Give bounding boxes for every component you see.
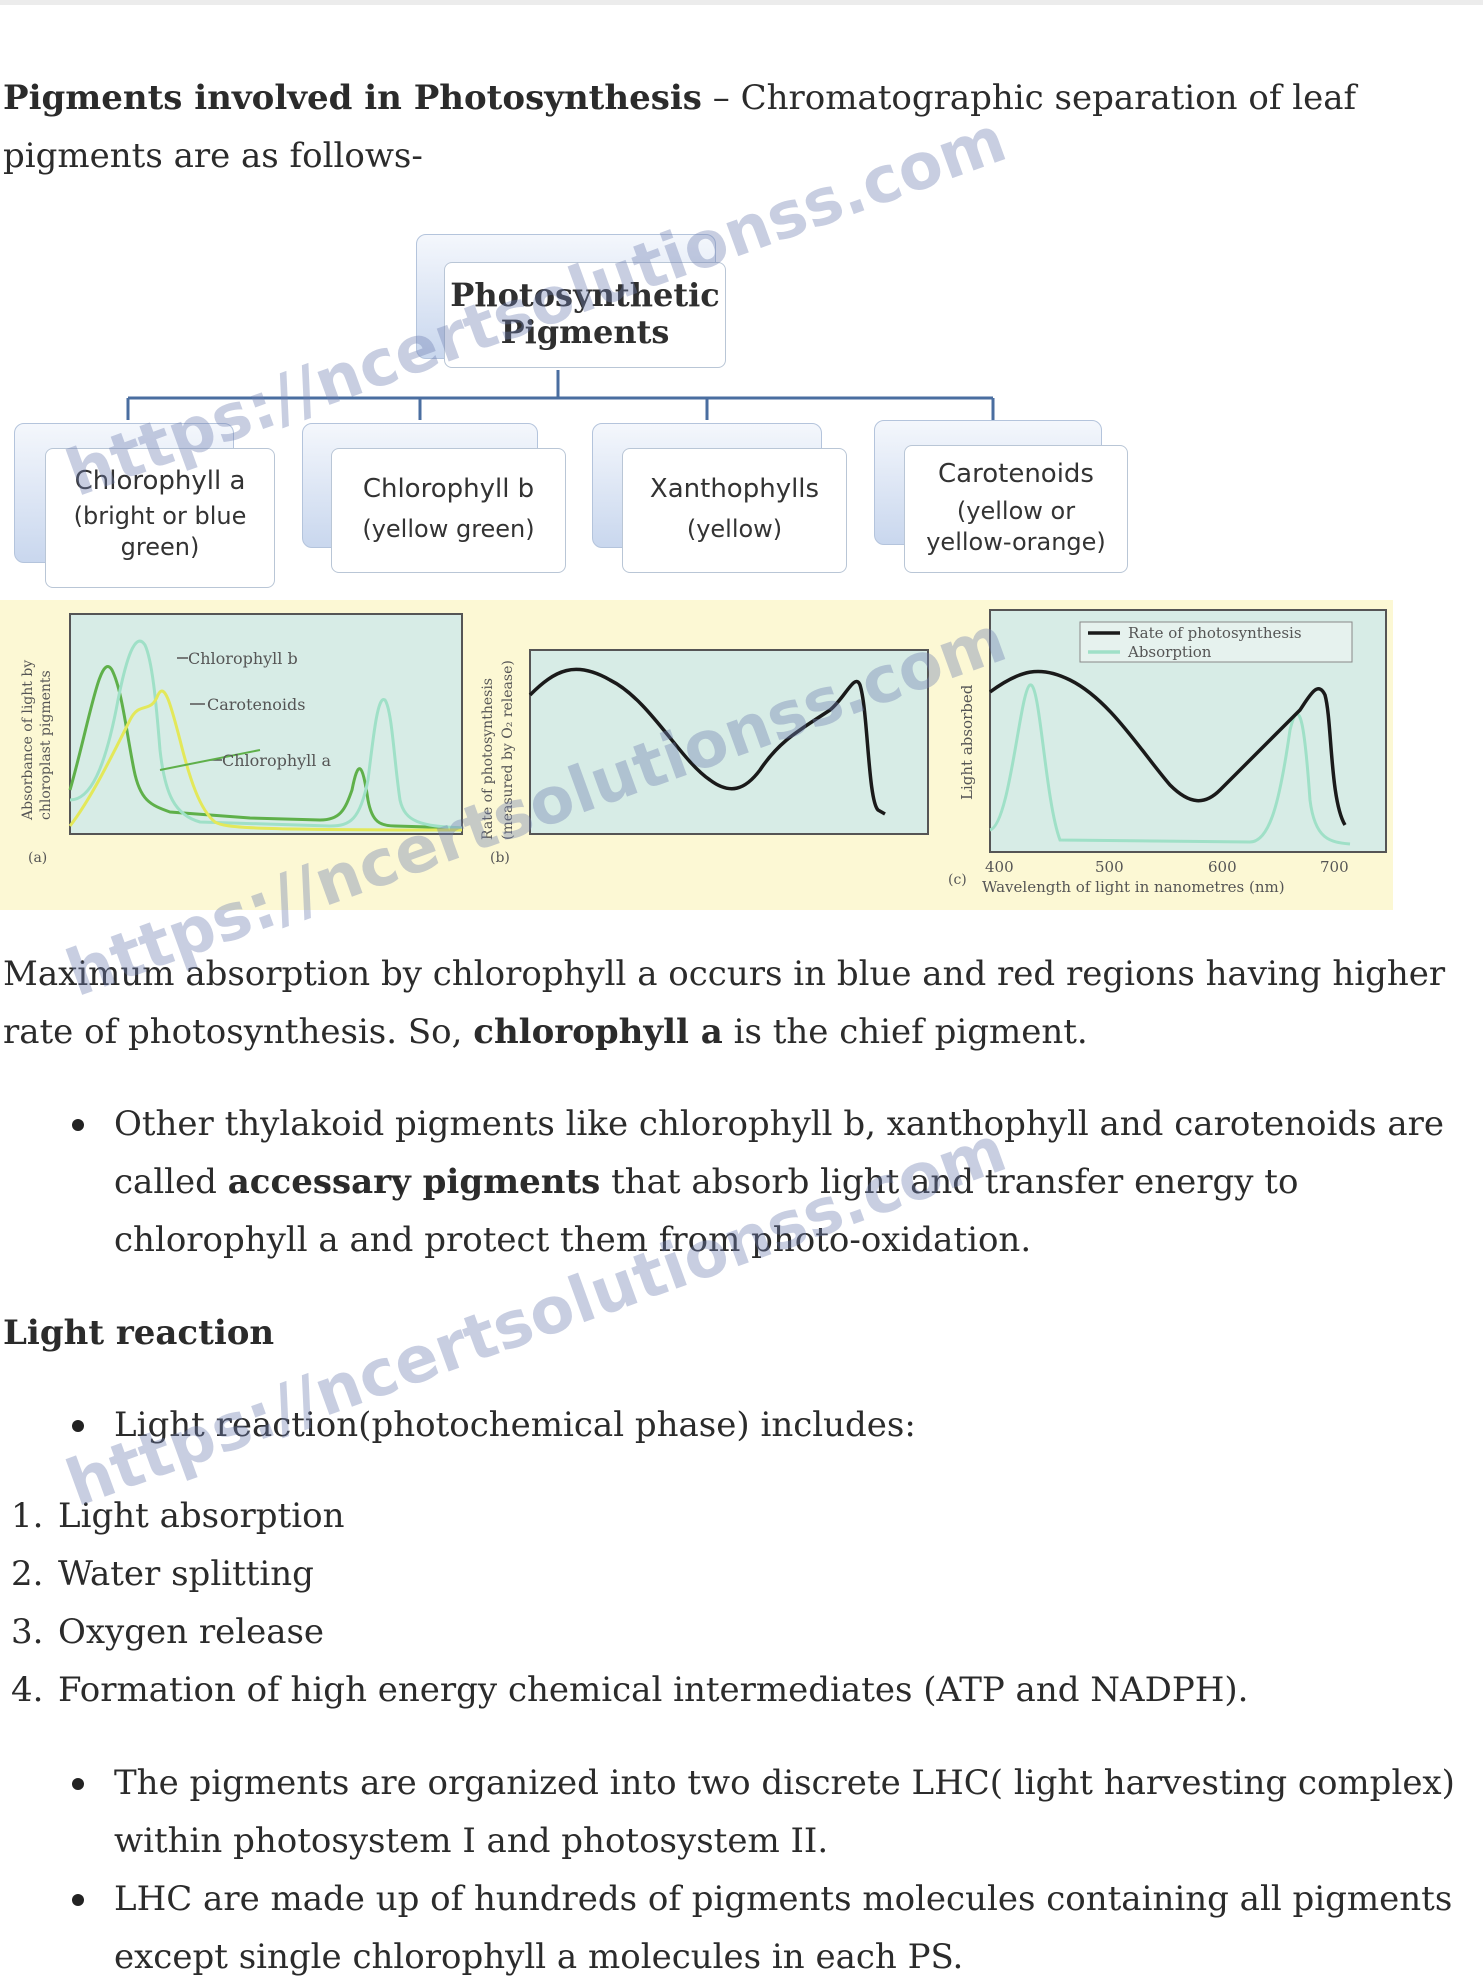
xtick-500: 500: [1095, 858, 1124, 876]
root-line-1: Photosynthetic: [450, 276, 720, 314]
chl-a-desc-2: green): [120, 533, 200, 561]
spectrum-figure: Chlorophyll b Carotenoids Chlorophyll a …: [0, 600, 1393, 910]
label-carotenoids: Carotenoids: [207, 695, 305, 714]
panel-c-legend: [1079, 621, 1353, 663]
xtick-400: 400: [985, 858, 1014, 876]
carotenoids-desc-2: yellow-orange): [926, 528, 1106, 556]
panel-a-ylabel-2: chloroplast pigments: [38, 670, 54, 820]
xanthophylls-box: Xanthophylls (yellow): [622, 448, 847, 573]
chl-a-curve: [68, 665, 463, 830]
spectrum-svg: Chlorophyll b Carotenoids Chlorophyll a …: [20, 609, 1387, 896]
chief-bold: chlorophyll a: [473, 1012, 723, 1052]
light-reaction-heading: Light reaction: [3, 1313, 275, 1353]
panel-c-label: (c): [948, 872, 967, 888]
step-number: 1.: [11, 1496, 44, 1536]
light-bullets: Light reaction(photochemical phase) incl…: [0, 1396, 1470, 1454]
pigment-diagram: Photosynthetic Pigments Chlorophyll a (b…: [0, 228, 1140, 593]
panel-c: Rate of photosynthesis Absorption Light …: [948, 609, 1387, 896]
label-chl-a: Chlorophyll a: [222, 751, 331, 770]
intro-bold: Pigments involved in Photosynthesis: [3, 78, 702, 118]
panel-a-plot: [69, 613, 463, 835]
root-box: Photosynthetic Pigments: [444, 262, 726, 368]
panel-c-xlabel: Wavelength of light in nanometres (nm): [982, 878, 1285, 896]
panel-b: Rate of photosynthesis (measured by O₂ r…: [480, 649, 929, 866]
bullet-accessory-pre: Other thylakoid pigments like chlorophyl…: [114, 1104, 1444, 1202]
panel-b-plot: [529, 649, 929, 835]
panel-c-absorption-curve: [989, 683, 1351, 846]
panel-c-ylabel: Light absorbed: [958, 684, 976, 800]
panel-a-ylabel-1: Absorbance of light by: [20, 660, 36, 821]
panel-b-ylabel-2: (measured by O₂ release): [500, 660, 516, 840]
carotenoids-name: Carotenoids: [938, 459, 1094, 489]
step-number: 4.: [11, 1670, 44, 1710]
bullet-lhc-organized: The pigments are organized into two disc…: [0, 1754, 1470, 1870]
xanthophylls-desc: (yellow): [686, 515, 783, 543]
panel-a-label: (a): [28, 850, 47, 866]
carotenoids-box: Carotenoids (yellow or yellow-orange): [904, 445, 1128, 573]
diagram-connectors: [126, 370, 995, 420]
chief-text: Maximum absorption by chlorophyll a occu…: [3, 954, 1446, 1052]
bullet-accessory-post: that absorb light and transfer energy to…: [114, 1162, 1299, 1260]
chl-b-name: Chlorophyll b: [362, 474, 535, 504]
chief-tail: is the chief pigment.: [722, 1012, 1088, 1052]
xtick-600: 600: [1208, 858, 1237, 876]
chl-b-curve: [69, 639, 463, 830]
chl-b-desc: (yellow green): [362, 515, 535, 543]
bullet-accessory-bold: accessary pigments: [227, 1162, 601, 1202]
panel-b-rate-curve: [528, 667, 886, 816]
step-item: 2. Water splitting: [0, 1545, 1470, 1603]
chl-a-box: Chlorophyll a (bright or blue green): [45, 448, 275, 588]
step-text: Formation of high energy chemical interm…: [58, 1670, 1249, 1710]
step-text: Oxygen release: [58, 1612, 325, 1652]
chl-a-desc-1: (bright or blue: [73, 502, 247, 530]
chief-paragraph: Maximum absorption by chlorophyll a occu…: [3, 945, 1473, 1061]
steps-list: 1. Light absorption 2. Water splitting 3. O…: [0, 1487, 1470, 1719]
panel-c-rate-curve: [988, 669, 1347, 826]
xanthophylls-name: Xanthophylls: [649, 474, 820, 504]
panel-b-label: (b): [490, 850, 510, 866]
panel-a: Chlorophyll b Carotenoids Chlorophyll a …: [20, 613, 463, 866]
chl-a-name: Chlorophyll a: [74, 466, 246, 496]
chl-b-box: Chlorophyll b (yellow green): [331, 448, 566, 573]
carotenoids-curve: [68, 689, 463, 832]
intro-text: – Chromatographic separation of leaf pig…: [3, 78, 1357, 176]
step-item: 3. Oxygen release: [0, 1603, 1470, 1661]
step-text: Water splitting: [58, 1554, 314, 1594]
xtick-700: 700: [1320, 858, 1349, 876]
top-divider: [0, 0, 1483, 5]
root-line-2: Pigments: [500, 313, 670, 351]
bullet-accessory: Other thylakoid pigments like chlorophyl…: [0, 1095, 1470, 1269]
accessory-bullets: Other thylakoid pigments like chlorophyl…: [0, 1095, 1470, 1269]
step-text: Light absorption: [58, 1496, 345, 1536]
step-item: 4. Formation of high energy chemical inte…: [0, 1661, 1470, 1719]
carotenoids-desc-1: (yellow or: [956, 497, 1076, 525]
lhc-bullets: The pigments are organized into two disc…: [0, 1754, 1470, 1986]
step-number: 2.: [11, 1554, 44, 1594]
label-chl-b: Chlorophyll b: [188, 649, 298, 668]
bullet-light-reaction: Light reaction(photochemical phase) incl…: [0, 1396, 1470, 1454]
legend-absorption-label: Absorption: [1127, 643, 1212, 661]
step-item: 1. Light absorption: [0, 1487, 1470, 1545]
legend-rate-label: Rate of photosynthesis: [1128, 624, 1302, 642]
panel-b-ylabel-1: Rate of photosynthesis: [480, 678, 496, 840]
step-number: 3.: [11, 1612, 44, 1652]
bullet-lhc-composition: LHC are made up of hundreds of pigments …: [0, 1870, 1470, 1986]
intro-paragraph: Pigments involved in Photosynthesis – Ch…: [3, 69, 1473, 185]
